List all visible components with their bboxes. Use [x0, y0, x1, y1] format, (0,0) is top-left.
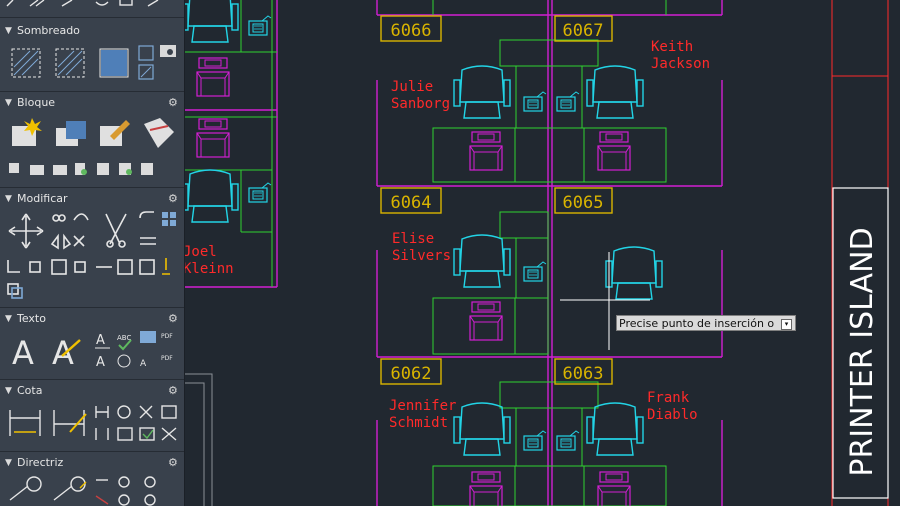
name-keith-first: Keith: [651, 39, 693, 55]
gear-icon[interactable]: ⚙: [168, 192, 178, 205]
cota-tools[interactable]: [9, 405, 177, 441]
svg-text:A: A: [52, 334, 74, 372]
svg-text:A: A: [96, 333, 105, 348]
collapse-arrow-icon[interactable]: ▼: [5, 26, 12, 36]
name-frank-first: Frank: [647, 390, 690, 406]
room-6062: 6062: [391, 364, 432, 384]
section-cota[interactable]: ▼ Cota ⚙: [0, 382, 184, 400]
svg-text:PDF: PDF: [161, 333, 173, 340]
collapse-arrow-icon[interactable]: ▼: [5, 314, 12, 324]
section-texto[interactable]: ▼ Texto ⚙: [0, 310, 184, 328]
command-prompt-tooltip: Precise punto de inserción o ▾: [616, 315, 796, 331]
svg-text:A: A: [140, 359, 147, 369]
room-6066: 6066: [391, 21, 432, 41]
section-separator: [0, 17, 184, 18]
gear-icon[interactable]: ⚙: [168, 456, 178, 469]
printer-island-label: PRINTER ISLAND: [845, 227, 880, 476]
room-6063: 6063: [563, 364, 604, 384]
gear-icon[interactable]: ⚙: [168, 96, 178, 109]
section-separator: [0, 307, 184, 308]
modificar-tools[interactable]: [7, 211, 176, 299]
name-elise-first: Elise: [392, 231, 434, 247]
sombreado-tools[interactable]: [11, 45, 176, 80]
section-separator: [0, 379, 184, 380]
texto-tools[interactable]: A A A ABC PDF A A PDF: [12, 331, 173, 372]
name-julie-last: Sanborg: [391, 96, 450, 112]
tool-palette-icons: A A A ABC PDF A A PDF: [6, 0, 177, 506]
section-separator: [0, 91, 184, 92]
occupant-names: Keith Jackson Julie Sanborg Elise Silver…: [183, 39, 710, 431]
name-frank-last: Diablo: [647, 407, 698, 423]
room-6065: 6065: [563, 193, 604, 213]
desk-outlines: [432, 0, 667, 506]
name-elise-last: Silvers: [392, 248, 451, 264]
name-joel-first: Joel: [183, 244, 217, 260]
section-separator: [0, 187, 184, 188]
bloque-tools[interactable]: [9, 118, 174, 175]
cubicle-walls: [376, 0, 723, 506]
collapse-arrow-icon[interactable]: ▼: [5, 386, 12, 396]
name-joel-last: Kleinn: [183, 261, 234, 277]
crosshair-cursor: [560, 252, 650, 350]
printer-island: PRINTER ISLAND: [831, 0, 889, 506]
chevron-down-icon[interactable]: ▾: [781, 319, 792, 330]
section-bloque[interactable]: ▼ Bloque ⚙: [0, 94, 184, 112]
room-labels: 6066 6067 6064 6065 6062 6063: [380, 15, 613, 385]
tooltip-text: Precise punto de inserción o: [619, 317, 775, 330]
svg-text:A: A: [12, 334, 34, 372]
room-6067: 6067: [563, 21, 604, 41]
name-julie-first: Julie: [391, 79, 433, 95]
insert-preview-chair: [605, 246, 663, 300]
collapse-arrow-icon[interactable]: ▼: [5, 458, 12, 468]
top-icons-row[interactable]: [6, 0, 159, 7]
name-jennifer-last: Schmidt: [389, 415, 448, 431]
name-jennifer-first: Jennifer: [389, 398, 456, 414]
gear-icon[interactable]: ⚙: [168, 312, 178, 325]
section-directriz[interactable]: ▼ Directriz ⚙: [0, 454, 184, 472]
gear-icon[interactable]: ⚙: [168, 384, 178, 397]
directriz-tools[interactable]: [9, 476, 156, 506]
tool-palette: A A A ABC PDF A A PDF: [0, 0, 185, 506]
section-modificar[interactable]: ▼ Modificar ⚙: [0, 190, 184, 208]
section-separator: [0, 451, 184, 452]
svg-text:PDF: PDF: [161, 355, 173, 362]
svg-text:ABC: ABC: [117, 334, 131, 342]
collapse-arrow-icon[interactable]: ▼: [5, 98, 12, 108]
left-cubicles: [181, 0, 278, 506]
collapse-arrow-icon[interactable]: ▼: [5, 194, 12, 204]
svg-text:A: A: [96, 355, 105, 370]
section-sombreado[interactable]: ▼ Sombreado: [0, 22, 184, 40]
name-keith-last: Jackson: [651, 56, 710, 72]
room-6064: 6064: [391, 193, 432, 213]
